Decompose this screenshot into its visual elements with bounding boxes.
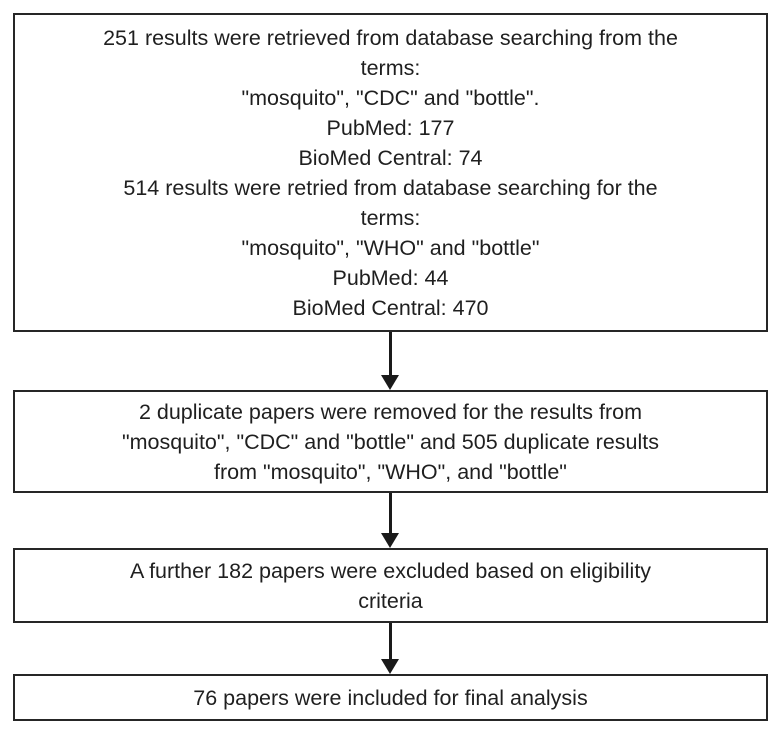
flow-box-duplicates-removed: 2 duplicate papers were removed for the … <box>13 390 768 493</box>
arrow-stem <box>388 332 392 375</box>
flow-box-eligibility-exclusion: A further 182 papers were excluded based… <box>13 548 768 623</box>
down-arrow-3 <box>380 623 400 674</box>
flow-box-line: "mosquito", "CDC" and "bottle". <box>241 85 540 110</box>
flow-box-line: terms: <box>360 55 421 80</box>
arrow-head-icon <box>381 533 399 548</box>
flow-box-line: "mosquito", "CDC" and "bottle" and 505 d… <box>122 429 659 454</box>
down-arrow-1 <box>380 332 400 390</box>
flow-box-line: BioMed Central: 470 <box>292 295 489 320</box>
flow-box-line: PubMed: 177 <box>326 115 455 140</box>
flow-box-line: 514 results were retried from database s… <box>123 175 658 200</box>
flow-box-line: 2 duplicate papers were removed for the … <box>138 399 643 424</box>
arrow-head-icon <box>381 375 399 390</box>
flow-box-line: BioMed Central: 74 <box>298 145 483 170</box>
flow-box-line: PubMed: 44 <box>332 265 449 290</box>
down-arrow-2 <box>380 493 400 548</box>
flow-box-final-analysis: 76 papers were included for final analys… <box>13 674 768 721</box>
arrow-head-icon <box>381 659 399 674</box>
flow-box-line: 76 papers were included for final analys… <box>193 685 588 710</box>
flow-box-line: from "mosquito", "WHO", and "bottle" <box>214 459 567 484</box>
flow-box-line: terms: <box>360 205 421 230</box>
flow-box-search-results: 251 results were retrieved from database… <box>13 13 768 332</box>
arrow-stem <box>388 493 392 533</box>
flow-box-line: "mosquito", "WHO" and "bottle" <box>241 235 540 260</box>
flow-box-line: A further 182 papers were excluded based… <box>129 558 652 583</box>
flow-box-line: 251 results were retrieved from database… <box>103 25 678 50</box>
flow-box-line: criteria <box>358 588 423 613</box>
arrow-stem <box>388 623 392 659</box>
